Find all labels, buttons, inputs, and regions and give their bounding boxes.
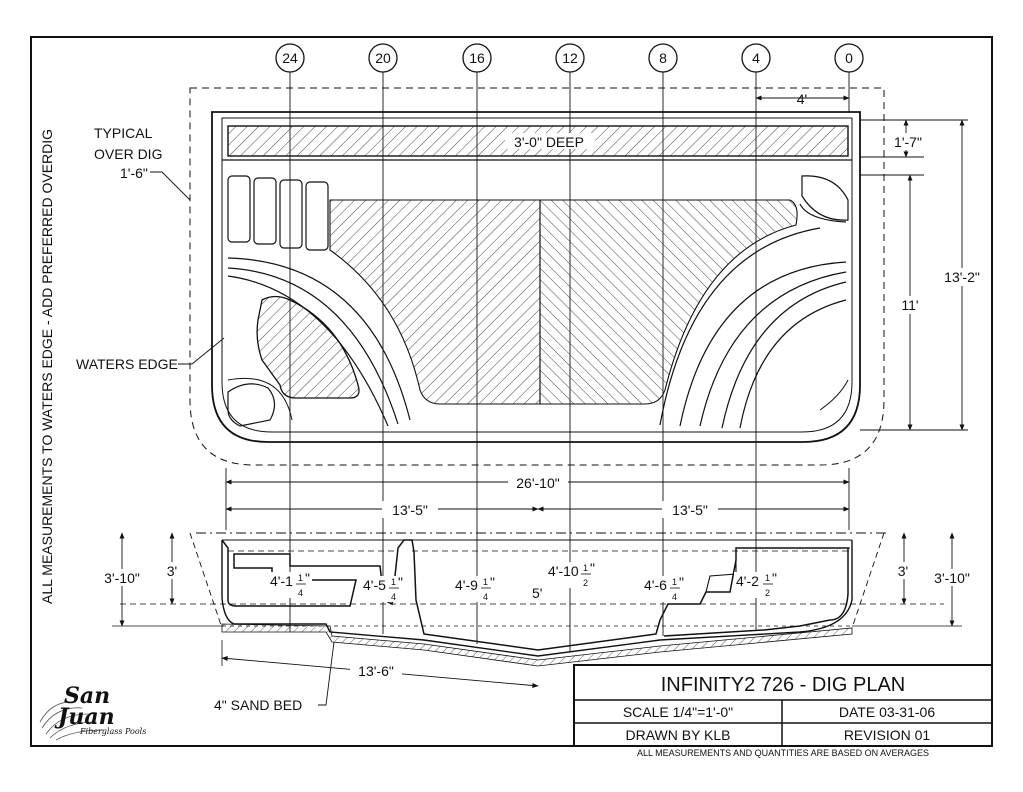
- sand-bed-label: 4" SAND BED: [214, 697, 302, 713]
- logo-tagline: Fiberglass Pools: [79, 727, 146, 736]
- section-profile: [221, 539, 849, 651]
- pool-floor-left: [329, 199, 541, 405]
- dim-11: 11': [901, 297, 918, 313]
- depth-label-8: 4'-6 1 4 ": [642, 574, 690, 602]
- svg-text:4: 4: [672, 592, 677, 602]
- station-marker-24: 24: [275, 43, 305, 73]
- svg-text:0: 0: [845, 50, 853, 66]
- waters-edge-label: WATERS EDGE: [76, 356, 178, 372]
- title-block-title: INFINITY2 726 - DIG PLAN: [661, 674, 906, 696]
- svg-text:4: 4: [752, 50, 760, 66]
- left-corner-seat: [227, 383, 276, 427]
- svg-text:": ": [490, 574, 495, 590]
- company-logo: San Juan Fiberglass Pools: [39, 683, 146, 741]
- svg-text:20: 20: [375, 50, 391, 66]
- svg-text:4'-6: 4'-6: [644, 577, 667, 593]
- deep-label: 3'-0" DEEP: [514, 134, 584, 150]
- dim-left-inner: 3': [167, 563, 177, 579]
- dim-top-4: 4': [797, 91, 807, 107]
- station-marker-4: 4: [741, 43, 771, 73]
- svg-text:1: 1: [391, 577, 396, 587]
- title-block-date: DATE 03-31-06: [839, 704, 935, 720]
- title-block-footnote: ALL MEASUREMENTS AND QUANTITIES ARE BASE…: [637, 748, 929, 758]
- svg-text:1: 1: [765, 573, 770, 583]
- pool-outer-wall: [211, 111, 861, 443]
- svg-text:": ": [398, 574, 403, 590]
- svg-text:5': 5': [532, 585, 542, 601]
- over-dig-value: 1'-6": [120, 165, 148, 181]
- title-block-drawn-by: DRAWN BY KLB: [625, 727, 730, 743]
- svg-text:4'-5: 4'-5: [363, 577, 386, 593]
- right-bench: [659, 203, 847, 429]
- pool-floor-right: [539, 199, 798, 405]
- svg-text:2: 2: [583, 578, 588, 588]
- svg-text:": ": [305, 570, 310, 586]
- depth-label-12: 4'-10 1 2 ": [545, 560, 597, 588]
- svg-text:1: 1: [672, 577, 677, 587]
- svg-text:12: 12: [562, 50, 578, 66]
- right-corner-seat: [801, 175, 849, 221]
- svg-text:": ": [590, 560, 595, 576]
- station-marker-20: 20: [368, 43, 398, 73]
- title-block-revision: REVISION 01: [844, 727, 931, 743]
- svg-text:4: 4: [483, 592, 488, 602]
- depth-label-20: 4'-5 1 4 ": [360, 574, 410, 602]
- depth-label-13: 5': [530, 584, 546, 601]
- over-dig-label-2: OVER DIG: [94, 146, 162, 162]
- svg-text:1: 1: [583, 563, 588, 573]
- svg-text:": ": [679, 574, 684, 590]
- sand-bed: [221, 623, 853, 667]
- dim-13-6: 13'-6": [358, 663, 394, 679]
- section-view: 3'-10" 3' 3' 3'-10" 4'-1 1 4 " 4'-5 1 4 …: [100, 532, 974, 713]
- depth-label-24: 4'-1 1 4 ": [266, 570, 312, 598]
- station-markers: 24 20 16 12 8 4 0: [275, 43, 864, 73]
- side-note: ALL MEASUREMENTS TO WATERS EDGE - ADD PR…: [39, 129, 55, 604]
- depth-label-4: 4'-2 1 2 ": [734, 570, 782, 598]
- svg-text:4'-2: 4'-2: [736, 573, 759, 589]
- sheet-border: [30, 36, 993, 747]
- over-dig-label-1: TYPICAL: [94, 125, 153, 141]
- dim-half-right: 13'-5": [672, 502, 708, 518]
- logo-line2: Juan: [54, 704, 115, 730]
- dim-right-outer: 3'-10": [934, 570, 970, 586]
- left-lounge: [256, 295, 360, 399]
- dim-left-outer: 3'-10": [104, 570, 140, 586]
- svg-text:4: 4: [298, 588, 303, 598]
- svg-text:4'-9: 4'-9: [455, 577, 478, 593]
- station-marker-12: 12: [555, 43, 585, 73]
- svg-text:1: 1: [483, 577, 488, 587]
- plan-view: 3'-0" DEEP: [76, 87, 986, 530]
- svg-text:4'-1: 4'-1: [270, 573, 293, 589]
- dim-overall-length: 26'-10": [516, 475, 559, 491]
- pool-inner-wall: [221, 117, 853, 433]
- svg-text:4'-10: 4'-10: [548, 563, 579, 579]
- svg-text:16: 16: [469, 50, 485, 66]
- dim-13-2: 13'-2": [944, 269, 980, 285]
- left-stairs: [227, 175, 329, 251]
- dim-1-7: 1'-7": [894, 134, 922, 150]
- svg-text:": ": [772, 570, 777, 586]
- title-block-scale: SCALE 1/4"=1'-0": [623, 704, 733, 720]
- dim-half-left: 13'-5": [392, 502, 428, 518]
- title-block: INFINITY2 726 - DIG PLAN SCALE 1/4"=1'-0…: [573, 664, 993, 758]
- svg-text:8: 8: [659, 50, 667, 66]
- station-marker-0: 0: [834, 43, 864, 73]
- station-marker-8: 8: [648, 43, 678, 73]
- svg-text:24: 24: [282, 50, 298, 66]
- svg-text:1: 1: [298, 573, 303, 583]
- dim-right-inner: 3': [898, 563, 908, 579]
- station-marker-16: 16: [462, 43, 492, 73]
- depth-label-16: 4'-9 1 4 ": [452, 574, 504, 602]
- svg-text:4: 4: [391, 592, 396, 602]
- svg-text:2: 2: [765, 588, 770, 598]
- overdig-outline: [189, 87, 885, 466]
- logo-line1: San: [64, 683, 110, 709]
